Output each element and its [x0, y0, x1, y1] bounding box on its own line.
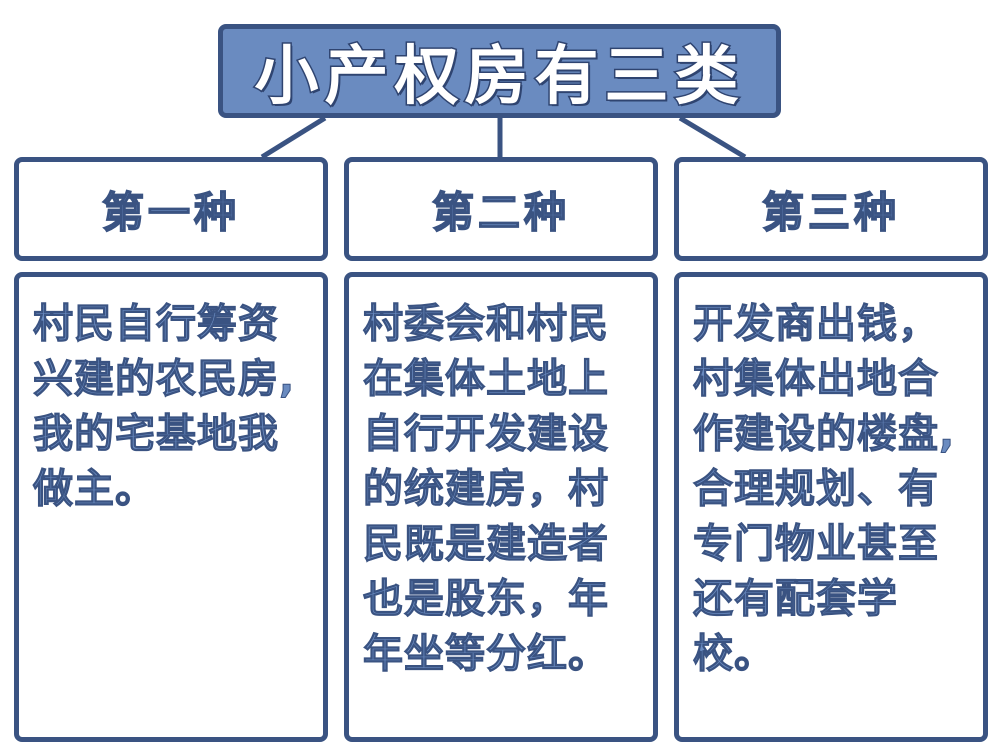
content-1-line-3: 我的宅基地我 — [33, 411, 279, 458]
header-3: 第三种 — [761, 187, 900, 238]
content-2-line-5: 民既是建造者 — [363, 521, 609, 568]
content-2-line-3: 自行开发建设 — [363, 411, 609, 458]
content-text-3: 开发商出钱， 村集体出地合 作建设的楼盘, 合理规划、有 专门物业甚至 还有配套… — [693, 297, 979, 682]
content-1-line-2: 兴建的农民房, — [33, 356, 296, 403]
content-1-line-4: 做主。 — [33, 466, 156, 513]
content-2-line-1: 村委会和村民 — [363, 301, 609, 348]
content-3-line-6: 还有配套学校。 — [693, 576, 898, 678]
content-2-line-4: 的统建房，村 — [363, 466, 609, 513]
content-text-2: 村委会和村民 在集体土地上 自行开发建设 的统建房，村 民既是建造者 也是股东，… — [363, 297, 649, 682]
content-box-3: 开发商出钱， 村集体出地合 作建设的楼盘, 合理规划、有 专门物业甚至 还有配套… — [674, 272, 988, 742]
content-3-line-2: 村集体出地合 — [693, 356, 939, 403]
connector-left — [260, 115, 327, 160]
content-box-2: 村委会和村民 在集体土地上 自行开发建设 的统建房，村 民既是建造者 也是股东，… — [344, 272, 658, 742]
content-text-1: 村民自行筹资 兴建的农民房, 我的宅基地我 做主。 — [33, 297, 319, 517]
connector-right — [678, 115, 747, 160]
connector-lines — [260, 115, 747, 160]
header-box-2: 第二种 — [344, 157, 658, 261]
diagram-title: 小产权房有三类 — [253, 39, 745, 116]
content-3-line-3: 作建设的楼盘, — [693, 411, 956, 458]
content-3-line-4: 合理规划、有 — [693, 466, 939, 513]
title-box: 小产权房有三类 — [218, 24, 781, 118]
content-2-line-6: 也是股东，年 — [363, 576, 609, 623]
header-1: 第一种 — [101, 187, 240, 238]
content-2-line-7: 年坐等分红。 — [363, 631, 609, 678]
header-2: 第二种 — [431, 187, 570, 238]
content-box-1: 村民自行筹资 兴建的农民房, 我的宅基地我 做主。 — [14, 272, 328, 742]
content-3-line-5: 专门物业甚至 — [693, 521, 939, 568]
content-2-line-2: 在集体土地上 — [363, 356, 609, 403]
content-3-line-1: 开发商出钱， — [693, 301, 939, 348]
content-1-line-1: 村民自行筹资 — [33, 301, 279, 348]
header-box-3: 第三种 — [674, 157, 988, 261]
header-box-1: 第一种 — [14, 157, 328, 261]
